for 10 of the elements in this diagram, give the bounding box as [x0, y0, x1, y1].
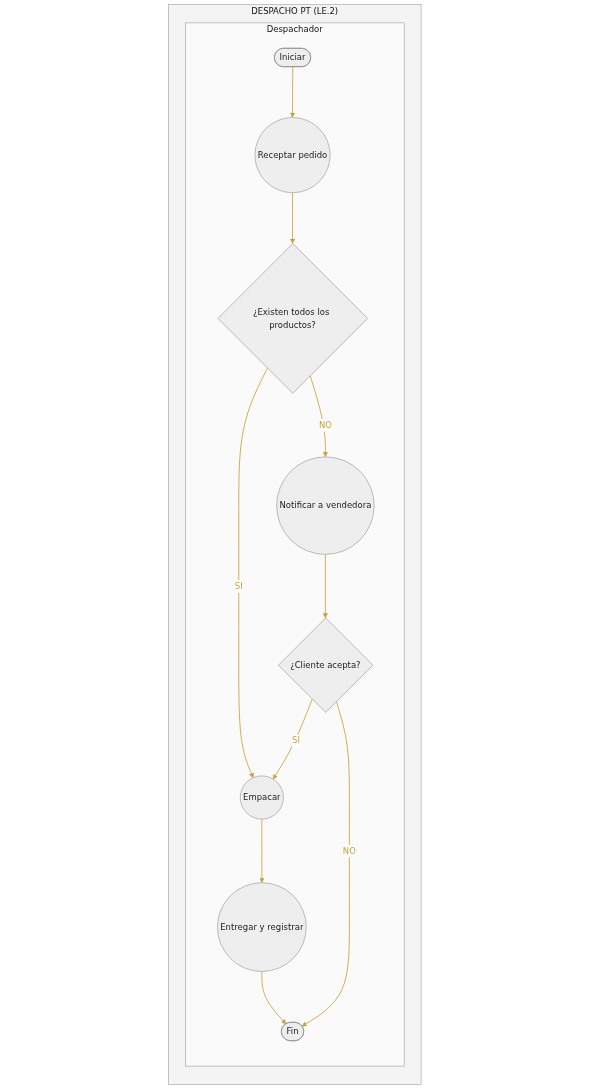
node-diamond: ¿Cliente acepta? [277, 617, 373, 713]
edge-label: SI [234, 580, 243, 592]
edge-label: NO [318, 419, 332, 431]
node-diamond: ¿Existen todos los productos? [217, 243, 368, 394]
node-circle: Receptar pedido [254, 117, 331, 193]
node-circle: Entregar y registrar [216, 882, 307, 972]
edge-label: NO [342, 845, 356, 856]
edge-label: SI [291, 735, 300, 746]
node-circle: Notificar a vendedora [276, 456, 375, 555]
node-circle: Empacar [239, 775, 284, 820]
